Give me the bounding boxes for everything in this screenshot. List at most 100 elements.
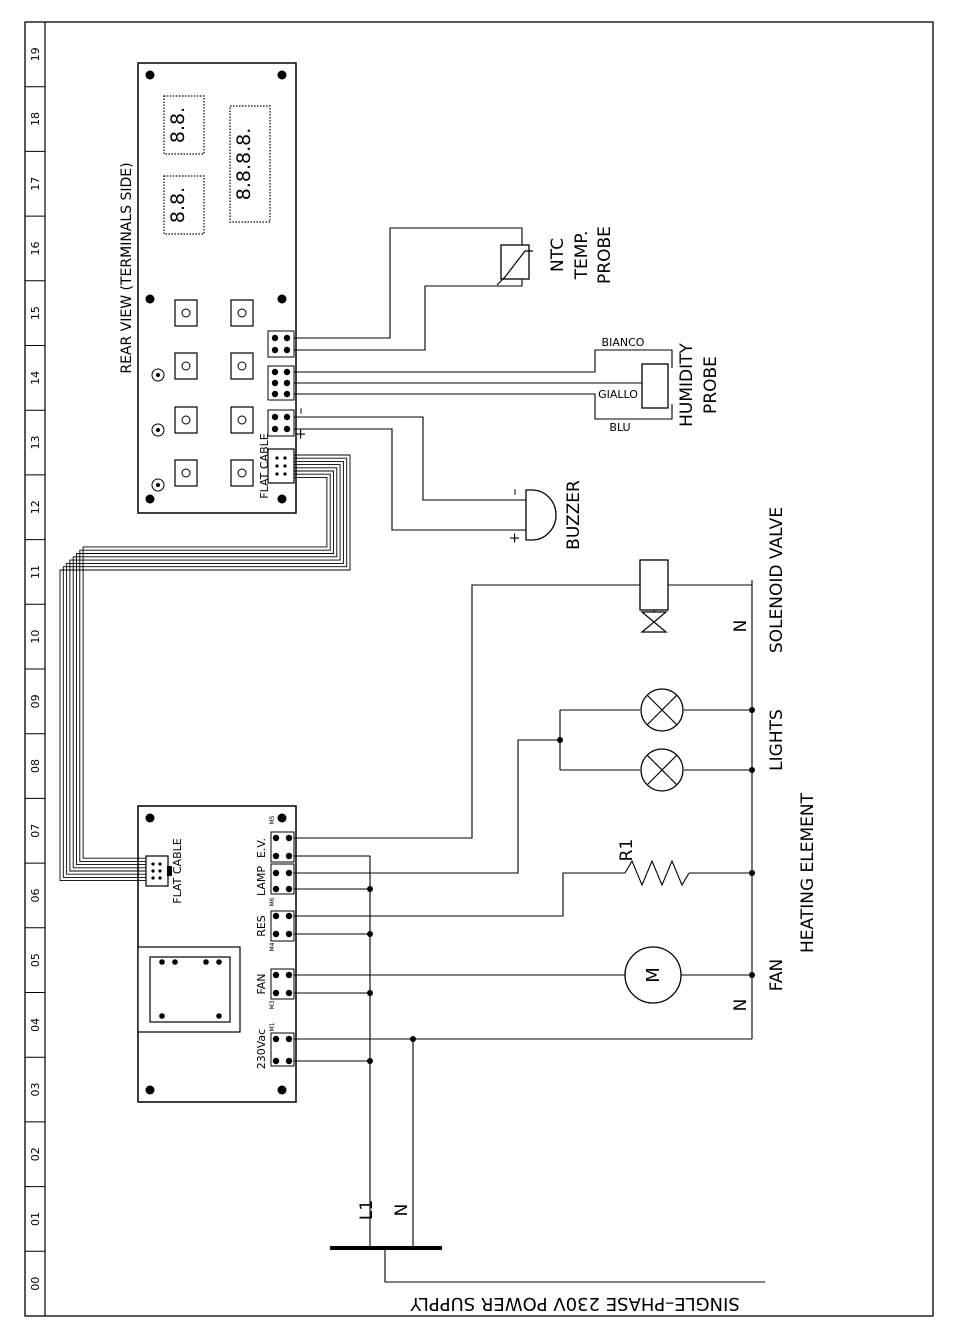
humidity-label-line2: PROBE xyxy=(701,356,721,414)
column-number: 06 xyxy=(29,888,42,902)
flat-cable-conductor xyxy=(72,467,338,869)
terminal-lamp xyxy=(270,863,295,895)
terminal-tag-m3: M3 xyxy=(269,1000,276,1009)
mount-hole xyxy=(145,494,155,504)
column-number: 01 xyxy=(29,1212,42,1226)
wire-label-bianco: BIANCO xyxy=(602,336,645,349)
key-button xyxy=(230,299,254,327)
r1-label: R1 xyxy=(617,839,637,862)
mount-hole xyxy=(145,294,155,304)
ntc-label-line3: PROBE xyxy=(595,226,615,284)
indicator-led xyxy=(151,478,165,492)
flat-cable-connector-upper xyxy=(267,448,295,484)
supply-n-label: N xyxy=(392,1204,412,1217)
key-button xyxy=(230,406,254,434)
buzzer-plus-label: + xyxy=(293,428,309,440)
seven-segment-display xyxy=(163,175,205,235)
indicator-led xyxy=(151,368,165,382)
upper-board-outline xyxy=(137,62,297,514)
neutral-label-fan: N xyxy=(731,999,751,1012)
flat-cable-conductor xyxy=(66,460,344,875)
lamp-symbol-2 xyxy=(640,748,684,792)
column-number: 03 xyxy=(29,1083,42,1097)
upper-wiring xyxy=(294,227,673,531)
column-number: 16 xyxy=(29,241,42,255)
terminal-tag-m1: M1 xyxy=(269,1022,276,1031)
keypad xyxy=(151,299,254,492)
res-output xyxy=(294,872,625,917)
humidity-wire-blue xyxy=(294,393,673,420)
buzzer-minus-label: – xyxy=(293,408,309,415)
column-number: 19 xyxy=(29,47,42,61)
buzzer-label: BUZZER xyxy=(564,480,584,550)
mount-hole xyxy=(277,294,287,304)
terminal-block-humidity xyxy=(267,365,295,401)
key-button xyxy=(230,352,254,380)
wire-label-giallo: GIALLO xyxy=(598,388,638,401)
supply-busbar xyxy=(330,1246,442,1250)
column-number: 10 xyxy=(29,630,42,644)
column-number: 07 xyxy=(29,824,42,838)
upper-board: 8.8. 8.8. 8.8.8.8. xyxy=(119,62,309,514)
terminal-block-buzzer xyxy=(267,409,295,437)
lower-board: FLAT CABLE E.V. LAMP RES FAN 230Vac M5 M… xyxy=(137,805,297,1103)
buzzer-wire-plus xyxy=(294,428,526,531)
upper-board-title: REAR VIEW (TERMINALS SIDE) xyxy=(119,162,135,373)
terminal-fan xyxy=(270,968,295,1000)
column-number: 04 xyxy=(29,1018,42,1032)
flat-cable-conductor xyxy=(76,470,334,866)
lights-label: LIGHTS xyxy=(767,709,787,771)
fan-motor-symbol xyxy=(624,946,682,1004)
solenoid-valve-symbol xyxy=(639,559,669,633)
mount-hole xyxy=(145,1085,155,1095)
ev-output xyxy=(294,584,640,839)
terminal-230vac xyxy=(270,1032,295,1067)
lamp-output xyxy=(294,739,560,874)
supply-tail xyxy=(384,1250,765,1283)
ntc-probe-symbol xyxy=(496,244,533,286)
column-number: 05 xyxy=(29,953,42,967)
terminal-tag-m5: M5 xyxy=(269,815,276,824)
flat-cable-conductor xyxy=(62,457,348,878)
terminal-block-ntc xyxy=(267,330,295,358)
key-button xyxy=(174,299,198,327)
terminal-res xyxy=(270,910,295,942)
supply-label: SINGLE–PHASE 230V POWER SUPPLY xyxy=(409,1293,740,1314)
wire-label-blu: BLU xyxy=(609,421,630,434)
column-number: 15 xyxy=(29,306,42,320)
junction-dots xyxy=(367,707,755,1064)
mount-hole xyxy=(277,494,287,504)
display-bottom-left: 8.8. xyxy=(163,175,205,235)
mount-hole xyxy=(277,813,287,823)
solenoid-label: SOLENOID VALVE xyxy=(767,507,787,653)
flat-cable-conductor xyxy=(69,464,341,872)
ntc-label-line1: NTC xyxy=(548,238,568,272)
terminal-label-ev: E.V. xyxy=(255,838,268,858)
lower-wiring xyxy=(294,580,765,1283)
column-number: 09 xyxy=(29,694,42,708)
buzzer-minus: – xyxy=(507,489,523,496)
humidity-probe-symbol xyxy=(641,363,669,409)
supply-l1-label: L1 xyxy=(357,1200,377,1220)
display-right: 8.8.8.8. xyxy=(229,105,271,223)
terminal-label-230vac: 230Vac xyxy=(255,1029,268,1069)
flat-cable-connector-lower xyxy=(145,855,172,887)
key-button xyxy=(174,352,198,380)
column-number: 14 xyxy=(29,371,42,385)
seven-segment-display xyxy=(163,95,205,155)
flat-cable-bundle xyxy=(59,454,351,882)
terminal-tag-m4: M4 xyxy=(269,942,276,951)
digits: 8.8.8.8. xyxy=(233,128,255,201)
lower-flat-cable-label: FLAT CABLE xyxy=(171,838,184,903)
transformer-icon xyxy=(137,946,241,1033)
ntc-wire xyxy=(294,227,523,339)
column-number: 08 xyxy=(29,759,42,773)
indicator-led xyxy=(151,423,165,437)
terminal-ev xyxy=(270,831,295,863)
flat-cable-conductor xyxy=(79,473,331,862)
key-button xyxy=(174,406,198,434)
buzzer-plus: + xyxy=(507,532,523,544)
terminal-label-res: RES xyxy=(255,915,268,937)
